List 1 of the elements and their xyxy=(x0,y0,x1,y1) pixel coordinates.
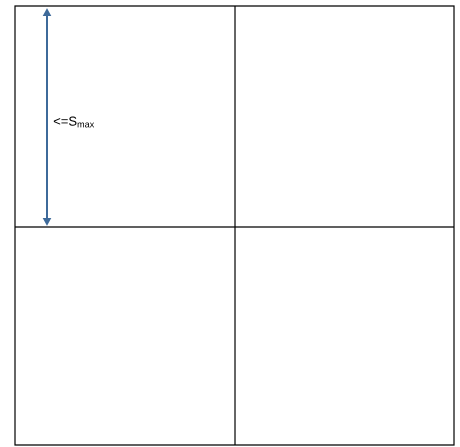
dimension-label: <=S$_{max}$ xyxy=(54,116,94,128)
